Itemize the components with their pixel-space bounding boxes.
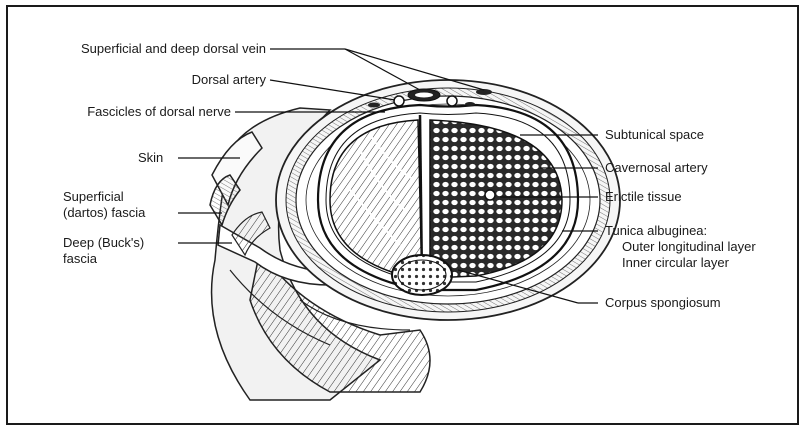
corpus-spongiosum: [392, 255, 452, 295]
label-bucks-fascia-line1: Deep (Buck's): [63, 235, 144, 251]
label-skin: Skin: [138, 150, 163, 166]
cavernosal-artery-mark: [485, 190, 495, 200]
label-dartos-fascia-line2: (dartos) fascia: [63, 205, 145, 221]
label-tunica-albuginea: Tunica albuginea:: [605, 223, 707, 239]
label-corpus-spongiosum: Corpus spongiosum: [605, 295, 721, 311]
label-outer-longitudinal-layer: Outer longitudinal layer: [622, 239, 756, 255]
label-dorsal-veins: Superficial and deep dorsal vein: [81, 41, 266, 57]
label-dartos-fascia-line1: Superficial: [63, 189, 124, 205]
label-subtunical-space: Subtunical space: [605, 127, 704, 143]
label-cavernosal-artery: Cavernosal artery: [605, 160, 708, 176]
label-inner-circular-layer: Inner circular layer: [622, 255, 729, 271]
label-dorsal-nerve: Fascicles of dorsal nerve: [87, 104, 231, 120]
label-dorsal-artery: Dorsal artery: [192, 72, 266, 88]
label-bucks-fascia-line2: fascia: [63, 251, 97, 267]
label-erectile-tissue: Erictile tissue: [605, 189, 682, 205]
